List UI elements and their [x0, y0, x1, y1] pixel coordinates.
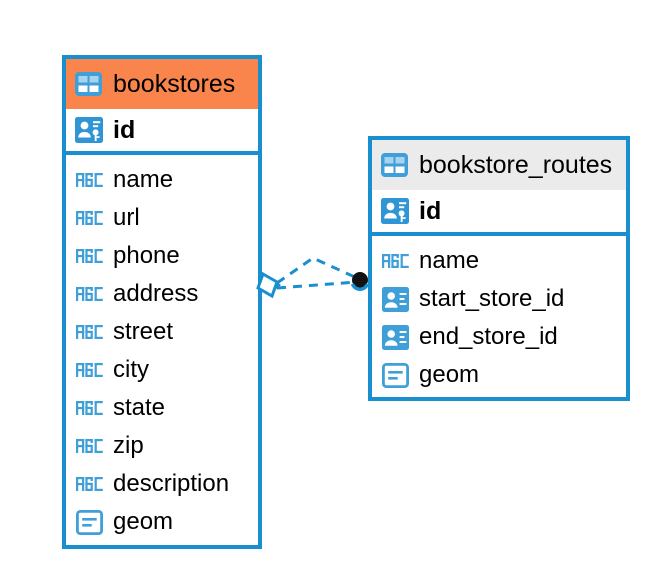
- field-label: name: [419, 247, 480, 274]
- field-label: street: [113, 318, 174, 345]
- field-label: geom: [419, 361, 480, 388]
- abc-text-icon: [76, 171, 103, 189]
- field-row[interactable]: city: [66, 351, 258, 389]
- field-row[interactable]: state: [66, 389, 258, 427]
- abc-text-icon: [76, 209, 103, 227]
- field-row[interactable]: end_store_id: [372, 318, 626, 356]
- field-label: name: [113, 166, 174, 193]
- abc-text-icon: [76, 399, 103, 417]
- field-row[interactable]: street: [66, 313, 258, 351]
- entity-header-bookstore-routes[interactable]: bookstore_routes: [372, 140, 626, 190]
- relationship-branch-lower: [276, 280, 358, 290]
- entity-title: bookstore_routes: [419, 150, 613, 179]
- abc-text-icon: [76, 361, 103, 379]
- geometry-icon: [382, 362, 409, 388]
- field-row[interactable]: description: [66, 465, 258, 503]
- field-row[interactable]: start_store_id: [372, 280, 626, 318]
- foreign-key-icon: [382, 286, 409, 312]
- filled-circle-marker: [350, 272, 370, 291]
- field-row[interactable]: geom: [372, 356, 626, 394]
- field-label: start_store_id: [419, 285, 565, 312]
- field-row[interactable]: name: [372, 242, 626, 280]
- field-label: phone: [113, 242, 180, 269]
- field-row[interactable]: name: [66, 161, 258, 199]
- relationship-branch-upper: [276, 256, 358, 285]
- primary-key-label: id: [113, 115, 136, 144]
- field-label: end_store_id: [419, 323, 558, 350]
- field-row[interactable]: zip: [66, 427, 258, 465]
- field-label: geom: [113, 508, 174, 535]
- table-grid-icon: [381, 153, 408, 177]
- primary-key-label: id: [419, 196, 442, 225]
- field-label: state: [113, 394, 166, 421]
- entity-bookstore-routes[interactable]: bookstore_routes id: [368, 136, 630, 401]
- abc-text-icon: [76, 285, 103, 303]
- field-list: name start_store_id: [372, 236, 626, 400]
- field-list: name: [66, 155, 258, 547]
- table-grid-icon: [75, 72, 102, 96]
- abc-text-icon: [76, 247, 103, 265]
- entity-header-bookstores[interactable]: bookstores: [66, 59, 258, 109]
- field-label: url: [113, 204, 140, 231]
- primary-key-icon: [75, 116, 103, 144]
- geometry-icon: [76, 509, 103, 535]
- primary-key-row[interactable]: id: [372, 190, 626, 236]
- field-row[interactable]: geom: [66, 503, 258, 541]
- abc-text-icon: [382, 252, 409, 270]
- abc-text-icon: [76, 437, 103, 455]
- relationship-connector[interactable]: [250, 238, 380, 308]
- field-label: zip: [113, 432, 144, 459]
- field-row[interactable]: address: [66, 275, 258, 313]
- field-label: city: [113, 356, 149, 383]
- entity-title: bookstores: [113, 69, 236, 98]
- field-row[interactable]: url: [66, 199, 258, 237]
- field-label: description: [113, 470, 230, 497]
- abc-text-icon: [76, 475, 103, 493]
- abc-text-icon: [76, 323, 103, 341]
- primary-key-icon: [381, 197, 409, 225]
- field-label: address: [113, 280, 199, 307]
- foreign-key-icon: [382, 324, 409, 350]
- entity-bookstores[interactable]: bookstores id: [62, 55, 262, 549]
- field-row[interactable]: phone: [66, 237, 258, 275]
- primary-key-row[interactable]: id: [66, 109, 258, 155]
